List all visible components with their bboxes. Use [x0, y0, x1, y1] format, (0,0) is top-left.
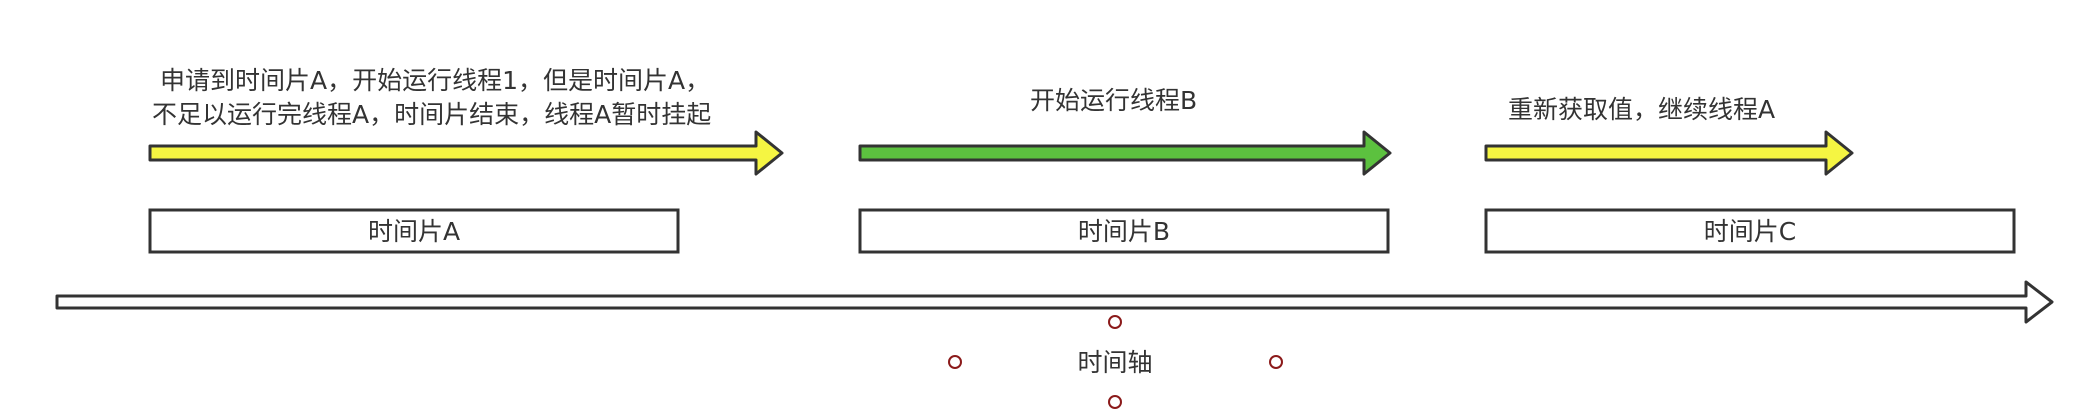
- thread-a-arrow: [148, 130, 784, 176]
- time-slice-c-box: [1484, 208, 2016, 254]
- timeline-arrow: [55, 280, 2054, 324]
- time-slice-b-label: 时间片B: [1077, 217, 1171, 246]
- phase-a-description-line2: 不足以运行完线程A，时间片结束，线程A暂时挂起: [152, 100, 712, 129]
- selection-handle-top[interactable]: [1108, 315, 1122, 329]
- selection-handle-left[interactable]: [948, 355, 962, 369]
- timeline-label[interactable]: 时间轴: [1077, 348, 1153, 377]
- time-slice-b-box: [858, 208, 1390, 254]
- phase-c-description: 重新获取值，继续线程A: [1508, 95, 1776, 124]
- time-slice-a-label: 时间片A: [367, 217, 461, 246]
- time-slice-c-label: 时间片C: [1703, 217, 1797, 246]
- selection-handle-bottom[interactable]: [1108, 395, 1122, 409]
- selection-handle-right[interactable]: [1269, 355, 1283, 369]
- thread-b-arrow: [858, 130, 1392, 176]
- phase-a-description-line1: 申请到时间片A，开始运行线程1，但是时间片A，: [160, 66, 711, 95]
- phase-b-description: 开始运行线程B: [1030, 86, 1198, 115]
- time-slice-a-box: [148, 208, 680, 254]
- thread-a-resume-arrow: [1484, 130, 1854, 176]
